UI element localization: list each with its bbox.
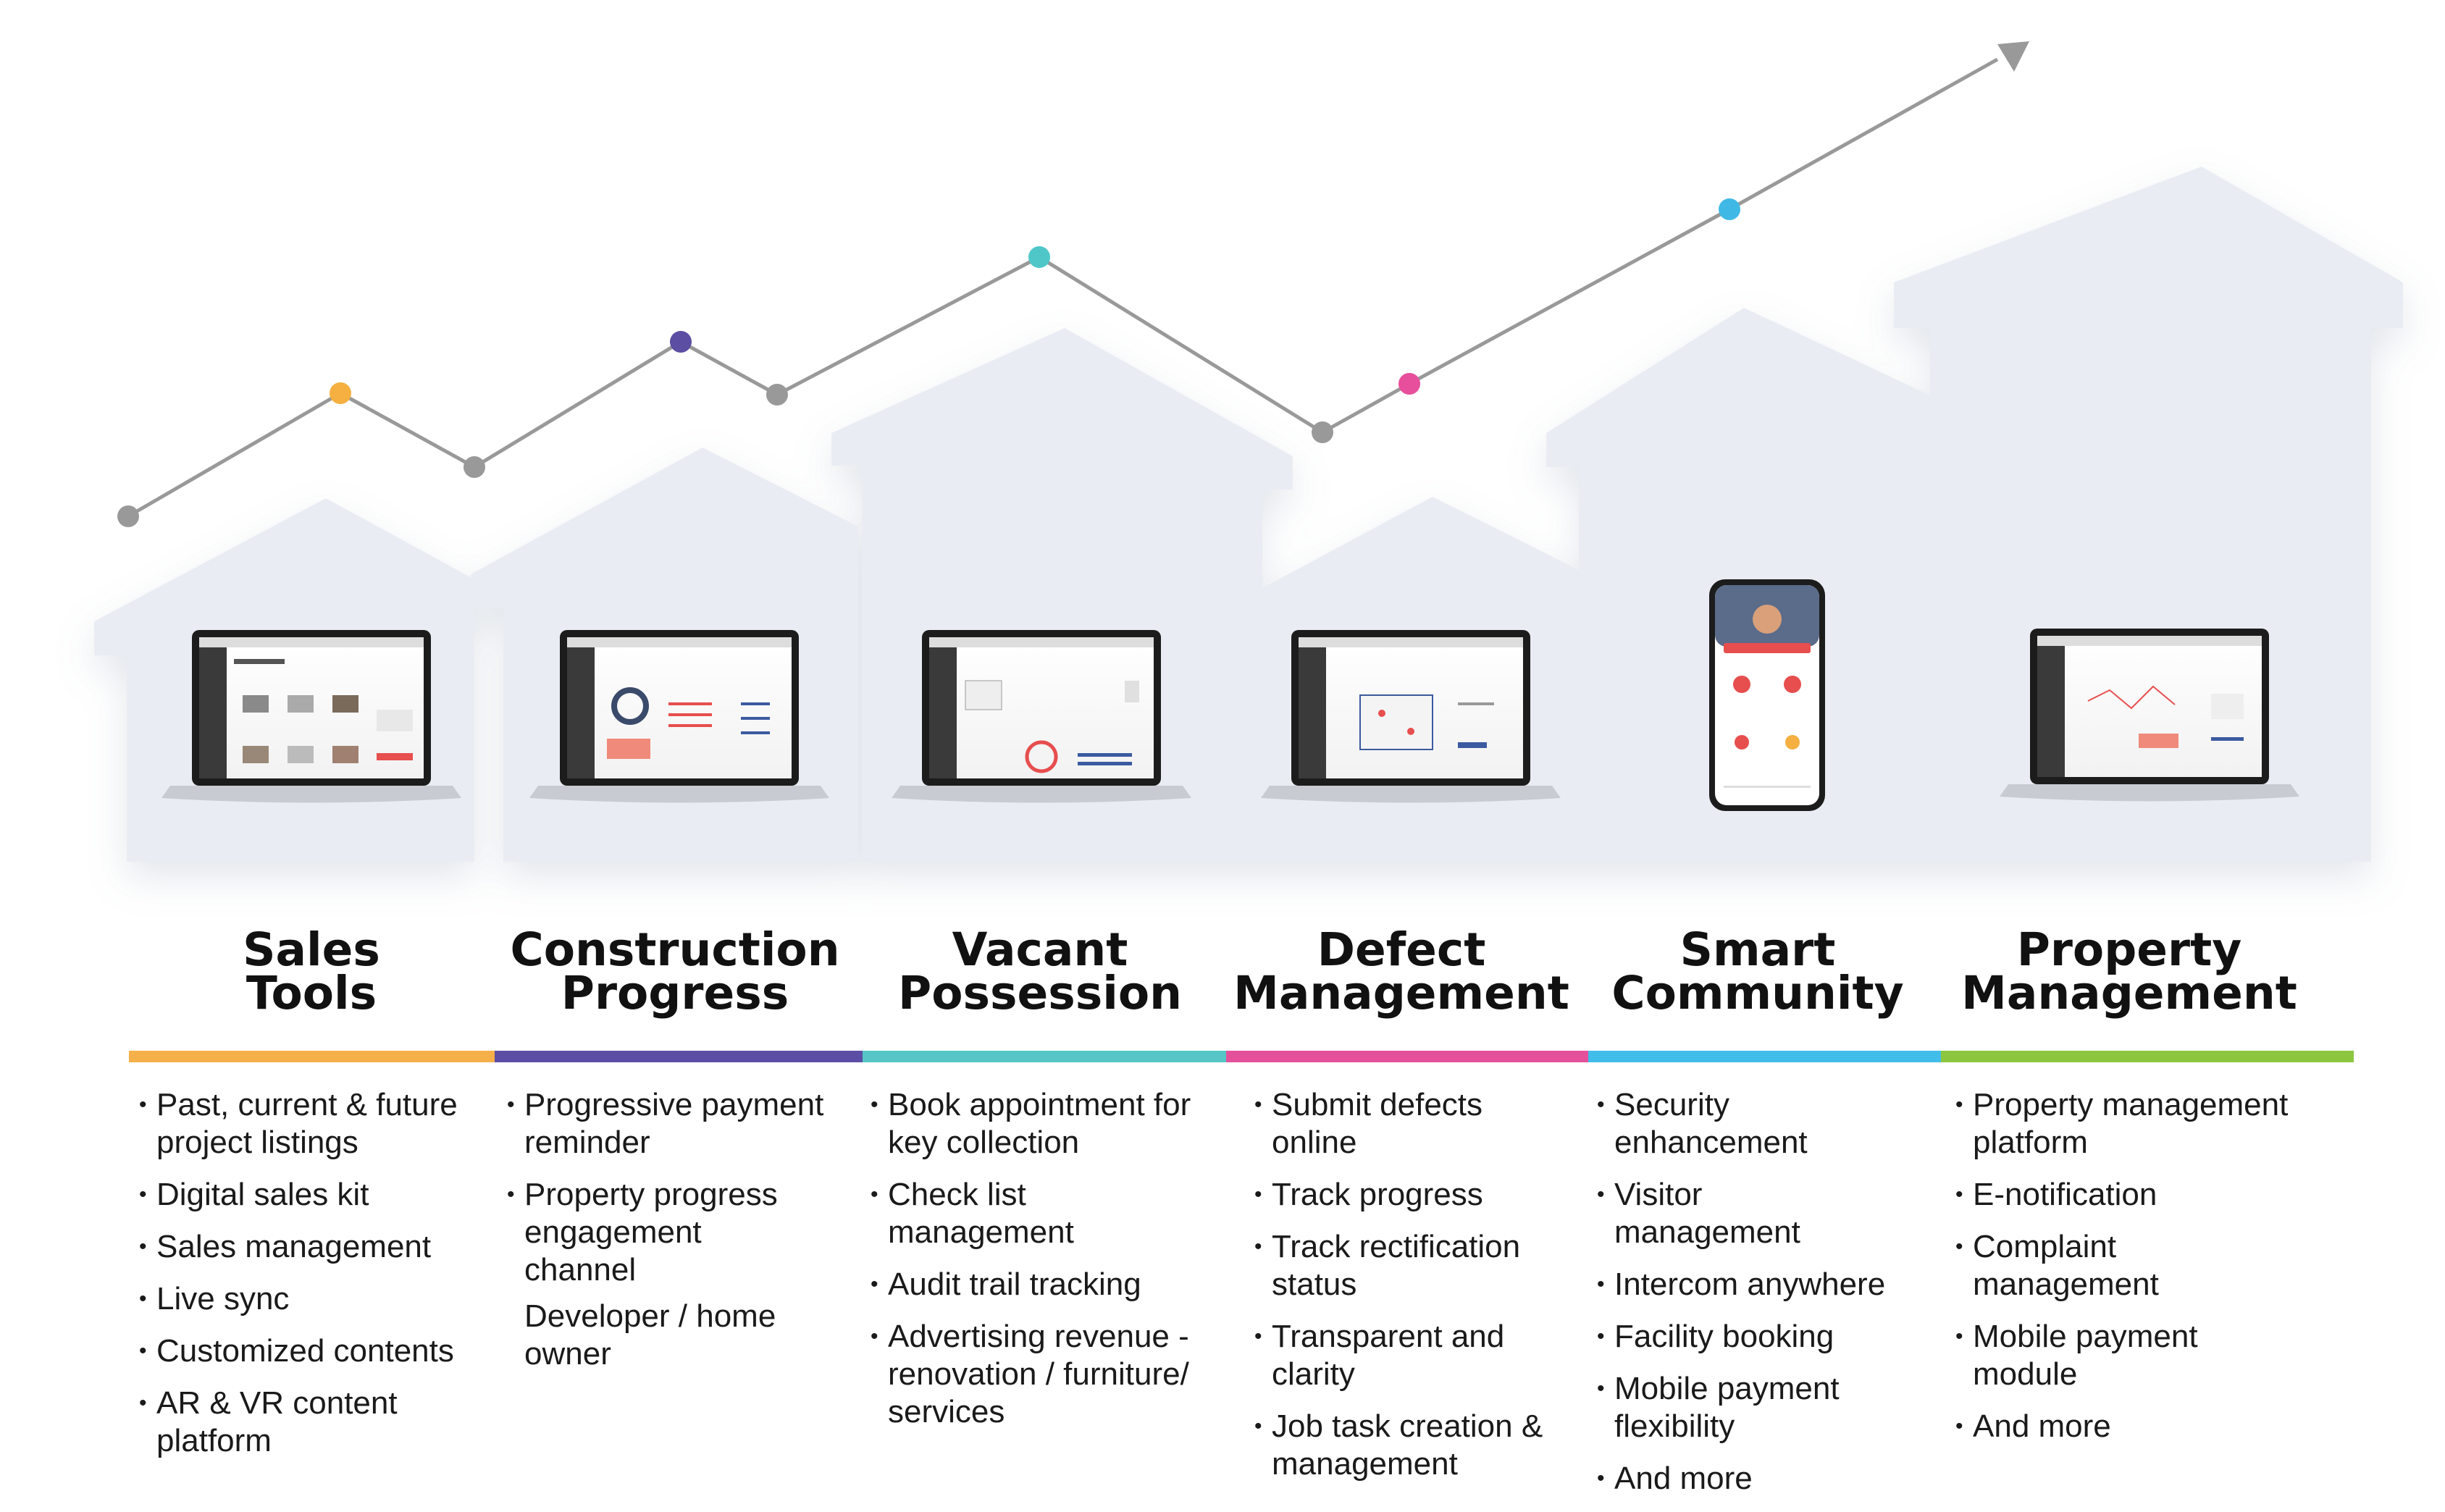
list-item: Digital sales kit <box>139 1176 487 1214</box>
list-item: Book appointment for key collection <box>871 1086 1225 1162</box>
list-property: Property management platform E-notificat… <box>1955 1086 2332 1460</box>
list-item: E-notification <box>1955 1176 2332 1214</box>
list-item: Advertising revenue - renovation / furni… <box>871 1318 1225 1431</box>
list-construction: Progressive payment reminder Property pr… <box>507 1086 855 1387</box>
list-item: Track rectification status <box>1254 1228 1595 1303</box>
divider-community <box>1588 1051 1941 1062</box>
list-item: Customized contents <box>139 1332 487 1370</box>
list-item: Past, current & future project listings <box>139 1086 487 1162</box>
line-dot <box>1028 246 1050 268</box>
list-item: And more <box>1955 1408 2332 1445</box>
list-item: Check list management <box>871 1176 1225 1251</box>
divider-construction <box>495 1051 863 1062</box>
divider-defect <box>1226 1051 1588 1062</box>
list-community: Security enhancement Visitor management … <box>1597 1086 1945 1512</box>
title-construction-progress: Construction Progress <box>510 923 840 1020</box>
divider-vacant <box>863 1051 1226 1062</box>
list-item: And more <box>1597 1460 1945 1498</box>
list-item: Sales management <box>139 1228 487 1266</box>
list-sales: Past, current & future project listings … <box>139 1086 487 1474</box>
list-item: Job task creation & management <box>1254 1408 1595 1483</box>
line-dot <box>330 382 351 404</box>
list-item: Audit trail tracking <box>871 1266 1225 1303</box>
line-dot <box>117 505 139 527</box>
list-item: Property management platform <box>1955 1086 2332 1162</box>
laptop-property <box>2000 629 2299 802</box>
list-item: Property progress engagement channel <box>507 1176 855 1289</box>
line-dot <box>1719 198 1740 220</box>
list-item: Visitor management <box>1597 1176 1945 1251</box>
title-defect-management: Defect Management <box>1233 923 1569 1020</box>
list-item: Complaint management <box>1955 1228 2332 1303</box>
list-defect: Submit defects online Track progress Tra… <box>1254 1086 1595 1498</box>
list-item: Facility booking <box>1597 1318 1945 1356</box>
title-vacant-possession: Vacant Possession <box>898 923 1182 1020</box>
list-item: Transparent and clarity <box>1254 1318 1595 1393</box>
house-property <box>1894 167 2403 862</box>
laptop-sales <box>162 630 461 803</box>
line-dot <box>766 384 788 406</box>
list-item: AR & VR content platform <box>139 1385 487 1460</box>
list-item: Track progress <box>1254 1176 1595 1214</box>
line-dot <box>1398 373 1420 395</box>
list-item: Mobile payment flexibility <box>1597 1370 1945 1445</box>
laptop-vacant <box>892 630 1191 803</box>
arrow-head-icon <box>1997 41 2029 72</box>
list-vacant: Book appointment for key collection Chec… <box>871 1086 1225 1445</box>
list-item: Submit defects online <box>1254 1086 1595 1162</box>
line-dot <box>1312 421 1333 443</box>
list-item: Progressive payment reminder <box>507 1086 855 1162</box>
line-dot <box>670 331 692 353</box>
laptop-defect <box>1261 630 1561 803</box>
list-item: Mobile payment module <box>1955 1318 2332 1393</box>
title-property-management: Property Management <box>1961 923 2297 1020</box>
divider-sales <box>129 1051 495 1062</box>
title-smart-community: Smart Community <box>1611 923 1904 1020</box>
phone-community <box>1709 579 1825 811</box>
laptop-construction <box>529 630 829 803</box>
divider-property <box>1941 1051 2354 1062</box>
list-item: Live sync <box>139 1280 487 1318</box>
list-item: Developer / home owner <box>524 1298 776 1372</box>
line-dot <box>464 456 485 478</box>
list-item: Security enhancement <box>1597 1086 1945 1162</box>
title-sales-tools: Sales Tools <box>243 923 380 1020</box>
list-item: Intercom anywhere <box>1597 1266 1945 1303</box>
growth-line <box>117 41 2029 527</box>
